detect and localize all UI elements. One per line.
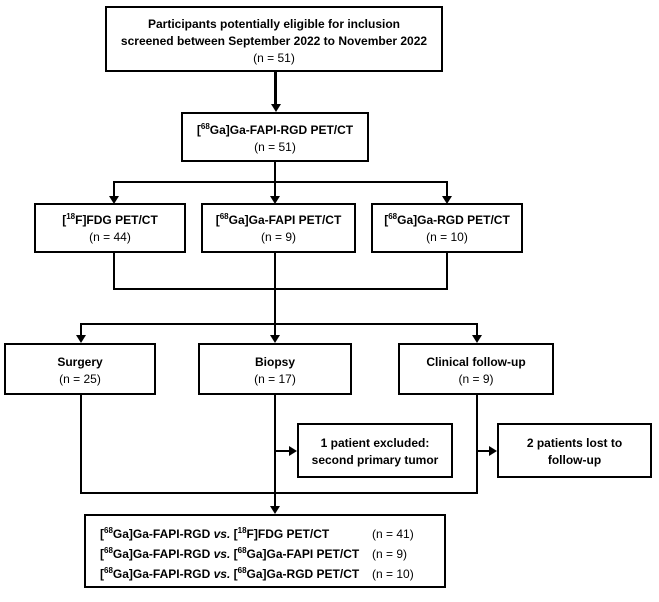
connector-line (274, 288, 276, 324)
connector-line (476, 323, 478, 336)
connector-line (80, 492, 478, 494)
followup-count: (n = 9) (458, 372, 494, 386)
connector-line (113, 288, 448, 290)
followup-box: Clinical follow-up (n = 9) (398, 343, 554, 395)
connector-line (113, 181, 448, 183)
connector-line (80, 323, 478, 325)
arrow-head (289, 446, 297, 456)
fapi-rgd-pet-count: (n = 51) (254, 140, 296, 154)
arrow-head (489, 446, 497, 456)
connector-line (274, 253, 276, 289)
rgd-pet-title: [68Ga]Ga-RGD PET/CT (384, 212, 510, 228)
eligible-count: (n = 51) (253, 51, 295, 65)
connector-line (80, 395, 82, 493)
biopsy-count: (n = 17) (254, 372, 296, 386)
fapi-rgd-pet-box: [68Ga]Ga-FAPI-RGD PET/CT (n = 51) (181, 112, 369, 162)
comparison-count: (n = 41) (372, 527, 414, 541)
fdg-pet-title: [18F]FDG PET/CT (62, 212, 158, 228)
eligible-line1: Participants potentially eligible for in… (147, 17, 401, 31)
connector-line (113, 253, 115, 289)
excluded-box: 1 patient excluded: second primary tumor (297, 423, 453, 478)
connector-line (274, 72, 277, 106)
connector-line (274, 181, 276, 197)
fapi-rgd-pet-title: [68Ga]Ga-FAPI-RGD PET/CT (196, 122, 354, 138)
rgd-pet-box: [68Ga]Ga-RGD PET/CT (n = 10) (371, 203, 523, 253)
eligible-box: Participants potentially eligible for in… (105, 6, 443, 72)
followup-label: Clinical follow-up (426, 355, 526, 369)
excluded-line2: second primary tumor (311, 453, 439, 467)
biopsy-label: Biopsy (254, 355, 295, 369)
connector-line (476, 395, 478, 493)
comparison-count: (n = 10) (372, 567, 414, 581)
surgery-box: Surgery (n = 25) (4, 343, 156, 395)
arrow-head (271, 104, 281, 112)
lost-to-followup-box: 2 patients lost to follow-up (497, 423, 652, 478)
connector-line (446, 253, 448, 289)
rgd-pet-count: (n = 10) (426, 230, 468, 244)
surgery-label: Surgery (57, 355, 103, 369)
fapi-pet-title: [68Ga]Ga-FAPI PET/CT (215, 212, 342, 228)
connector-line (274, 323, 276, 336)
lost-line2: follow-up (547, 453, 602, 467)
arrow-head (472, 335, 482, 343)
arrow-head (109, 196, 119, 204)
comparison-row: [68Ga]Ga-FAPI-RGD vs. [68Ga]Ga-FAPI PET/… (100, 546, 360, 562)
connector-line (477, 450, 490, 452)
fdg-pet-box: [18F]FDG PET/CT (n = 44) (34, 203, 186, 253)
lost-line1: 2 patients lost to (526, 436, 623, 450)
fapi-pet-box: [68Ga]Ga-FAPI PET/CT (n = 9) (201, 203, 356, 253)
arrow-head (270, 335, 280, 343)
comparison-count: (n = 9) (372, 547, 408, 561)
connector-line (275, 450, 290, 452)
arrow-head (76, 335, 86, 343)
connector-line (113, 181, 115, 197)
surgery-count: (n = 25) (59, 372, 101, 386)
fdg-pet-count: (n = 44) (89, 230, 131, 244)
connector-line (446, 181, 448, 197)
arrow-head (270, 196, 280, 204)
fapi-pet-count: (n = 9) (260, 230, 296, 244)
biopsy-box: Biopsy (n = 17) (198, 343, 352, 395)
connector-line (274, 162, 276, 182)
comparison-row: [68Ga]Ga-FAPI-RGD vs. [18F]FDG PET/CT (100, 526, 330, 542)
connector-line (80, 323, 82, 336)
arrow-head (442, 196, 452, 204)
comparison-row: [68Ga]Ga-FAPI-RGD vs. [68Ga]Ga-RGD PET/C… (100, 566, 360, 582)
excluded-line1: 1 patient excluded: (320, 436, 430, 450)
arrow-head (270, 506, 280, 514)
comparison-box: [68Ga]Ga-FAPI-RGD vs. [18F]FDG PET/CT (n… (84, 514, 446, 588)
eligible-line2: screened between September 2022 to Novem… (120, 34, 428, 48)
